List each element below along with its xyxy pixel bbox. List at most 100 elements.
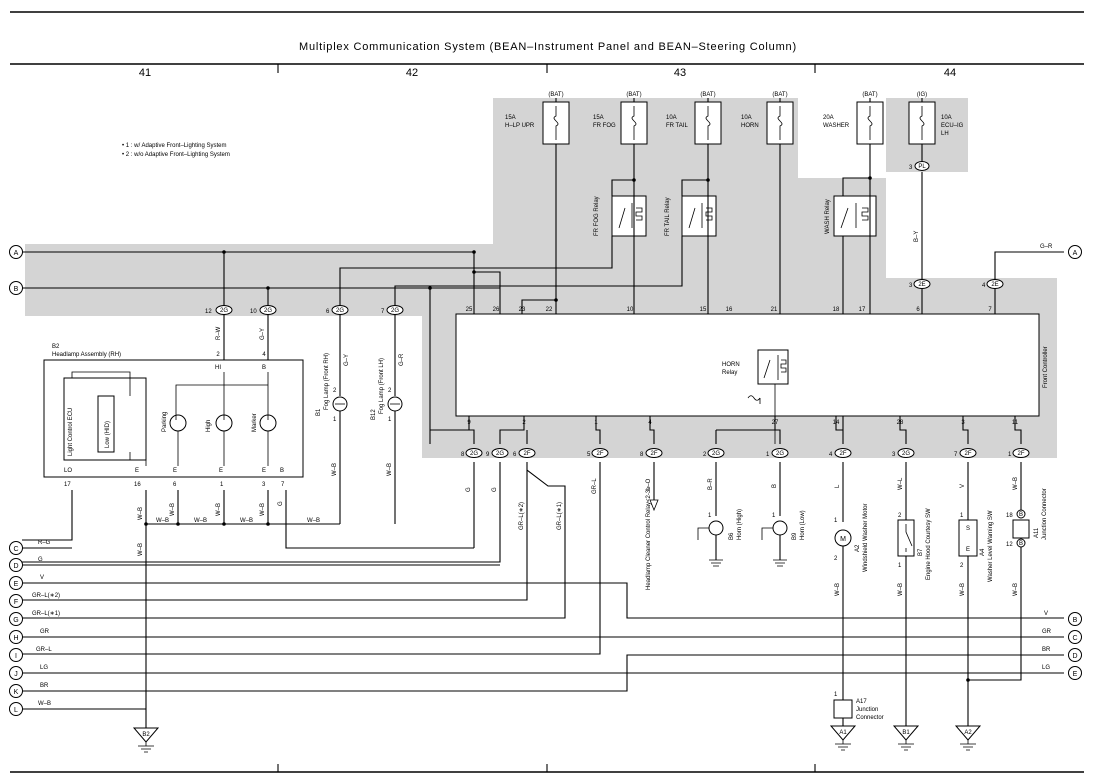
- svg-text:3: 3: [262, 482, 266, 488]
- svg-text:1: 1: [772, 513, 776, 519]
- svg-text:A2: A2: [855, 544, 861, 552]
- svg-text:5: 5: [587, 452, 591, 458]
- svg-text:I: I: [15, 653, 17, 660]
- svg-text:22: 22: [546, 307, 553, 313]
- svg-text:2F: 2F: [1017, 451, 1024, 457]
- wire-gy: G–Y: [260, 328, 266, 340]
- svg-text:12: 12: [205, 309, 212, 315]
- svg-text:BR: BR: [1042, 647, 1051, 653]
- svg-text:2G: 2G: [496, 451, 504, 457]
- svg-text:ECU–IG: ECU–IG: [941, 123, 964, 129]
- svg-text:7: 7: [954, 452, 958, 458]
- svg-text:B: B: [280, 468, 284, 474]
- svg-text:W–B: W–B: [898, 583, 904, 596]
- svg-text:Front Controller: Front Controller: [1043, 346, 1049, 388]
- front-controller: Front Controller 25 26 23 22 10 15 16 21…: [455, 307, 1049, 426]
- svg-text:7: 7: [281, 482, 285, 488]
- svg-text:W–B: W–B: [138, 543, 144, 556]
- svg-text:B6: B6: [729, 532, 735, 540]
- headlamp-ground-wires: W–B W–B W–B W–B G W–B W–B W–B W–B W–B W–…: [22, 463, 474, 728]
- washer-motor: 1 M 2 A2 Windshield Washer Motor W–B: [834, 504, 869, 700]
- svg-text:1: 1: [766, 452, 770, 458]
- wire-rw: R–W: [216, 326, 222, 340]
- svg-text:2G: 2G: [391, 308, 399, 314]
- page-number-44: 44: [944, 67, 956, 79]
- svg-text:(BAT): (BAT): [862, 92, 877, 98]
- svg-text:B9: B9: [792, 532, 798, 540]
- svg-text:BR: BR: [40, 683, 49, 689]
- svg-text:2: 2: [898, 513, 902, 519]
- svg-text:8: 8: [640, 452, 644, 458]
- svg-text:M: M: [840, 536, 846, 543]
- note-no-afs: • 2 : w/o Adaptive Front–Lighting System: [122, 152, 230, 158]
- svg-text:6: 6: [916, 307, 920, 313]
- svg-text:W–B: W–B: [156, 518, 169, 524]
- svg-text:25: 25: [466, 307, 473, 313]
- svg-text:W–B: W–B: [138, 507, 144, 520]
- svg-text:12: 12: [1006, 542, 1013, 548]
- svg-text:17: 17: [64, 482, 71, 488]
- svg-text:1: 1: [834, 518, 838, 524]
- svg-text:G: G: [38, 557, 43, 563]
- svg-text:(BAT): (BAT): [700, 92, 715, 98]
- junction-a17: 1 A17 Junction Connector: [833, 692, 884, 726]
- svg-text:G: G: [278, 501, 284, 506]
- svg-text:B2: B2: [142, 732, 150, 738]
- svg-text:10: 10: [627, 307, 634, 313]
- svg-text:Horn (Low): Horn (Low): [800, 510, 806, 540]
- page-number-41: 41: [139, 67, 151, 79]
- svg-text:2: 2: [960, 563, 964, 569]
- svg-text:B: B: [1019, 512, 1023, 518]
- svg-text:(BAT): (BAT): [548, 92, 563, 98]
- svg-text:HORN: HORN: [722, 362, 740, 368]
- svg-text:WASHER: WASHER: [823, 123, 850, 129]
- svg-text:GR–L: GR–L: [36, 647, 52, 653]
- svg-text:LO: LO: [64, 468, 72, 474]
- svg-text:W–B: W–B: [1013, 477, 1019, 490]
- svg-text:A11: A11: [1034, 527, 1040, 538]
- svg-text:W–B: W–B: [194, 518, 207, 524]
- fuse-hlp-upr: (BAT) 15A H–LP UPR: [505, 92, 570, 145]
- wire-by: B–Y: [914, 231, 920, 242]
- svg-text:(BAT): (BAT): [626, 92, 641, 98]
- svg-text:E: E: [173, 468, 177, 474]
- svg-text:2E: 2E: [991, 282, 998, 288]
- svg-text:2G: 2G: [336, 308, 344, 314]
- svg-text:D: D: [1072, 653, 1077, 660]
- svg-text:Fog Lamp (Front RH): Fog Lamp (Front RH): [324, 353, 330, 410]
- svg-text:GR: GR: [40, 629, 50, 635]
- fuse-washer: (BAT) 20A WASHER: [823, 92, 884, 145]
- svg-text:Connector: Connector: [856, 715, 884, 721]
- connector-2e-3: 3 2E: [909, 279, 931, 289]
- svg-text:1: 1: [388, 417, 392, 423]
- svg-text:18: 18: [1006, 513, 1013, 519]
- washer-level-switch: 1 S E 2 A4 Washer Level Warning SW W–B: [958, 510, 994, 726]
- bottom-connectors: 8 2G 9 2G 6 2F 5 2F 8 2F 2 2G 1 2G 4 2F …: [461, 448, 1030, 458]
- svg-text:L: L: [14, 707, 18, 714]
- svg-text:GR–L: GR–L: [592, 478, 598, 494]
- svg-text:LG: LG: [1042, 665, 1050, 671]
- svg-text:R–G: R–G: [38, 540, 51, 546]
- svg-text:1: 1: [960, 513, 964, 519]
- svg-text:2F: 2F: [596, 451, 603, 457]
- page-title: Multiplex Communication System (BEAN–Ins…: [299, 41, 797, 53]
- svg-text:(IG): (IG): [917, 92, 927, 98]
- svg-text:Parking: Parking: [162, 412, 168, 432]
- ground-a2: A2: [954, 725, 982, 751]
- svg-text:15A: 15A: [593, 115, 604, 121]
- svg-text:2F: 2F: [523, 451, 530, 457]
- svg-text:E: E: [14, 581, 19, 588]
- svg-text:1: 1: [220, 482, 224, 488]
- svg-text:2G: 2G: [220, 308, 228, 314]
- svg-text:V: V: [40, 575, 44, 581]
- svg-text:L: L: [835, 484, 841, 488]
- svg-text:E: E: [966, 547, 970, 553]
- svg-text:W–B: W–B: [387, 463, 393, 476]
- svg-text:6: 6: [173, 482, 177, 488]
- svg-text:A2: A2: [964, 730, 972, 736]
- svg-text:1: 1: [1008, 452, 1012, 458]
- svg-text:FR FOG: FR FOG: [593, 123, 616, 129]
- svg-text:S: S: [966, 526, 970, 532]
- ground-b2: B2: [132, 727, 160, 753]
- relay-label: FR FOG Relay: [594, 196, 600, 236]
